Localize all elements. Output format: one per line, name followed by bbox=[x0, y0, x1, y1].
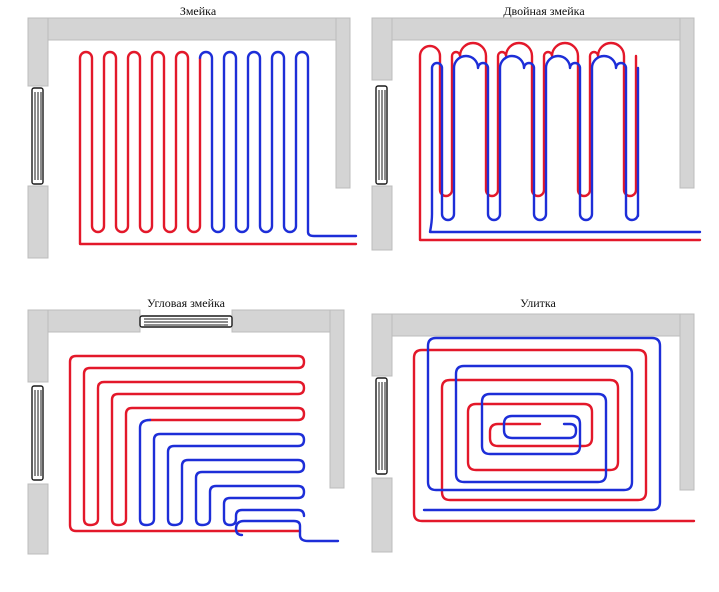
wall-left-lower bbox=[27, 185, 49, 259]
walls bbox=[27, 309, 345, 555]
wall-right bbox=[679, 313, 695, 491]
walls bbox=[371, 17, 695, 251]
panel-title: Угловая змейка bbox=[147, 296, 226, 310]
wall-left-lower bbox=[371, 477, 393, 553]
cold-pipe bbox=[138, 418, 340, 543]
radiator-top bbox=[139, 315, 233, 328]
radiator bbox=[31, 87, 44, 185]
walls bbox=[371, 313, 695, 553]
wall-left-upper bbox=[371, 17, 393, 81]
cold-pipe bbox=[198, 50, 358, 238]
hot-pipe bbox=[68, 354, 306, 533]
walls bbox=[27, 17, 351, 259]
hot-pipe bbox=[418, 41, 702, 242]
panel-title: Двойная змейка bbox=[503, 4, 585, 18]
panel-snake: Змейка bbox=[27, 4, 358, 259]
wall-top-right bbox=[231, 309, 345, 333]
cold-pipe bbox=[428, 54, 702, 234]
hot-pipe bbox=[412, 348, 696, 523]
panel-title: Улитка bbox=[520, 296, 556, 310]
panel-spiral: Улитка bbox=[371, 296, 696, 553]
wall-right bbox=[335, 17, 351, 189]
radiator bbox=[375, 377, 388, 475]
wall-right bbox=[679, 17, 695, 189]
radiator bbox=[375, 85, 388, 185]
panel-corner-snake: Угловая змейка bbox=[27, 296, 345, 555]
wall-left-lower bbox=[371, 185, 393, 251]
panel-double-snake: Двойная змейка bbox=[371, 4, 702, 251]
wall-left-upper bbox=[371, 313, 393, 377]
wall-left-upper bbox=[27, 309, 49, 383]
radiator-left bbox=[31, 385, 44, 481]
panel-title: Змейка bbox=[180, 4, 217, 18]
wall-top bbox=[371, 313, 695, 337]
hot-pipe bbox=[78, 50, 358, 246]
cold-pipe bbox=[422, 336, 662, 512]
wall-top bbox=[27, 17, 351, 41]
wall-top bbox=[371, 17, 695, 41]
wall-right bbox=[329, 309, 345, 489]
wall-left-lower bbox=[27, 483, 49, 555]
wall-left-upper bbox=[27, 17, 49, 87]
